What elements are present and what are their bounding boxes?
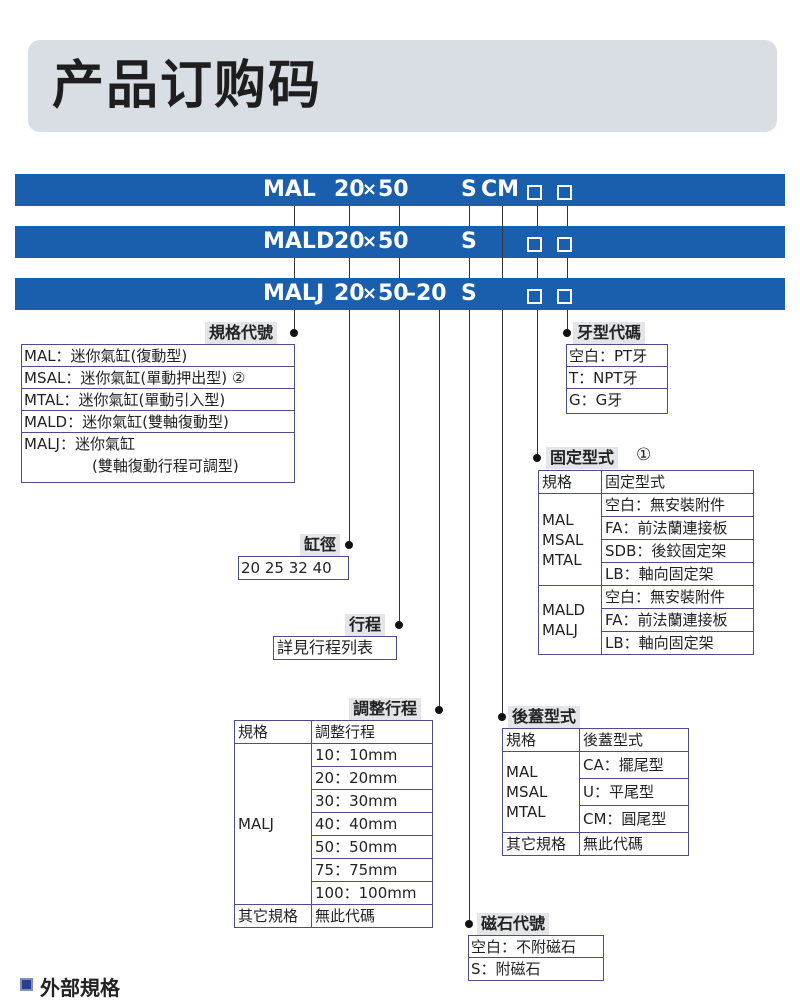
adjust-option: 20：20mm xyxy=(311,766,433,790)
mount-option: LB：軸向固定架 xyxy=(601,562,754,586)
magnet-code: S xyxy=(461,281,477,306)
adjust-other-spec: 其它規格 xyxy=(234,904,312,928)
mount-header-spec: 規格 xyxy=(538,470,602,494)
bore-values: 20 25 32 40 xyxy=(238,556,349,580)
adjust-group: MALJ xyxy=(234,743,312,905)
adjust-header-stroke: 調整行程 xyxy=(311,720,433,744)
mount-option: 空白：無安裝附件 xyxy=(601,493,754,517)
stroke-label: 行程 xyxy=(345,614,386,636)
magnet-code-box: 空白：不附磁石 S：附磁石 xyxy=(468,935,604,981)
times-sign: × xyxy=(362,231,378,252)
thread-placeholder-icon xyxy=(557,234,572,253)
spec-row: MALJ：迷你氣缸 (雙軸復動行程可調型) xyxy=(22,433,294,481)
adjust-header-spec: 規格 xyxy=(234,720,312,744)
adjust-option: 30：30mm xyxy=(311,789,433,813)
cover-other-value: 無此代碼 xyxy=(579,832,689,856)
adjust-option: 75：75mm xyxy=(311,858,433,882)
stroke-code: 50 xyxy=(378,281,409,306)
adjust-option: 10：10mm xyxy=(311,743,433,767)
magnet-code: S xyxy=(461,229,477,254)
spec-row: MAL：迷你氣缸(復動型) xyxy=(22,345,294,367)
thread-placeholder-icon xyxy=(557,182,572,201)
cover-header-type: 後蓋型式 xyxy=(579,728,689,752)
magnet-row: 空白：不附磁石 xyxy=(469,936,603,958)
spec-row: MTAL：迷你氣缸(單動引入型) xyxy=(22,389,294,411)
model-code: MALD xyxy=(263,229,335,254)
thread-placeholder-icon xyxy=(557,286,572,305)
bore-label: 缸徑 xyxy=(300,534,341,556)
mount-option: SDB：後鉸固定架 xyxy=(601,539,754,563)
adjust-option: 50：50mm xyxy=(311,835,433,859)
cover-header-spec: 規格 xyxy=(502,728,580,752)
thread-code-label: 牙型代碼 xyxy=(573,322,646,344)
magnet-code: S xyxy=(461,177,477,202)
bore-code: 20 xyxy=(334,281,365,306)
mount-type-label: 固定型式 xyxy=(546,447,619,469)
order-code-band-malj xyxy=(15,278,785,310)
model-code: MALJ xyxy=(263,281,325,306)
page-title: 产品订购码 xyxy=(52,56,323,116)
title-banner xyxy=(28,40,777,132)
stroke-value: 詳見行程列表 xyxy=(273,636,397,660)
adjust-option: 100：100mm xyxy=(311,881,433,905)
mount-placeholder-icon xyxy=(527,234,542,253)
mount-option: LB：軸向固定架 xyxy=(601,631,754,655)
mount-header-type: 固定型式 xyxy=(601,470,754,494)
mount-placeholder-icon xyxy=(527,182,542,201)
magnet-row: S：附磁石 xyxy=(471,960,541,978)
mount-placeholder-icon xyxy=(527,286,542,305)
thread-row: 空白：PT牙 xyxy=(567,345,667,367)
adjust-other-value: 無此代碼 xyxy=(311,904,433,928)
order-code-band-mal xyxy=(15,174,785,206)
mount-option: FA：前法蘭連接板 xyxy=(601,608,754,632)
spec-row-line1: MALJ：迷你氣缸 xyxy=(24,435,135,453)
spec-code-label: 規格代號 xyxy=(205,322,278,344)
times-sign: × xyxy=(362,283,378,304)
order-code-band-mald xyxy=(15,226,785,258)
spec-row-line2: (雙軸復動行程可調型) xyxy=(92,457,239,475)
times-sign: × xyxy=(362,179,378,200)
mount-option: 空白：無安裝附件 xyxy=(601,585,754,609)
spec-code-box: MAL：迷你氣缸(復動型) MSAL：迷你氣缸(單動押出型) ② MTAL：迷你… xyxy=(21,344,295,483)
adjust-option: 40：40mm xyxy=(311,812,433,836)
spec-row: MALD：迷你氣缸(雙軸復動型) xyxy=(22,411,294,433)
thread-row: G：G牙 xyxy=(569,391,623,409)
section-heading: 外部規格 xyxy=(40,976,120,1000)
adjust-stroke-code: –20 xyxy=(405,281,447,306)
cover-option: CA：擺尾型 xyxy=(579,751,689,779)
model-code: MAL xyxy=(263,177,316,202)
cover-option: U：平尾型 xyxy=(579,778,689,806)
adjust-stroke-label: 調整行程 xyxy=(349,698,422,720)
section-square-icon xyxy=(20,978,33,991)
mount-note: ① xyxy=(636,445,652,465)
spec-row: MSAL：迷你氣缸(單動押出型) ② xyxy=(22,367,294,389)
magnet-code-label: 磁石代號 xyxy=(477,913,550,935)
cover-option: CM：圓尾型 xyxy=(579,805,689,833)
cover-other-spec: 其它規格 xyxy=(502,832,580,856)
cover-code: CM xyxy=(481,177,520,202)
bore-code: 20 xyxy=(334,177,365,202)
stroke-code: 50 xyxy=(378,229,409,254)
mount-option: FA：前法蘭連接板 xyxy=(601,516,754,540)
bore-code: 20 xyxy=(334,229,365,254)
thread-row: T：NPT牙 xyxy=(567,367,667,389)
rear-cover-label: 後蓋型式 xyxy=(508,706,581,728)
stroke-code: 50 xyxy=(378,177,409,202)
thread-code-box: 空白：PT牙 T：NPT牙 G：G牙 xyxy=(566,344,668,414)
